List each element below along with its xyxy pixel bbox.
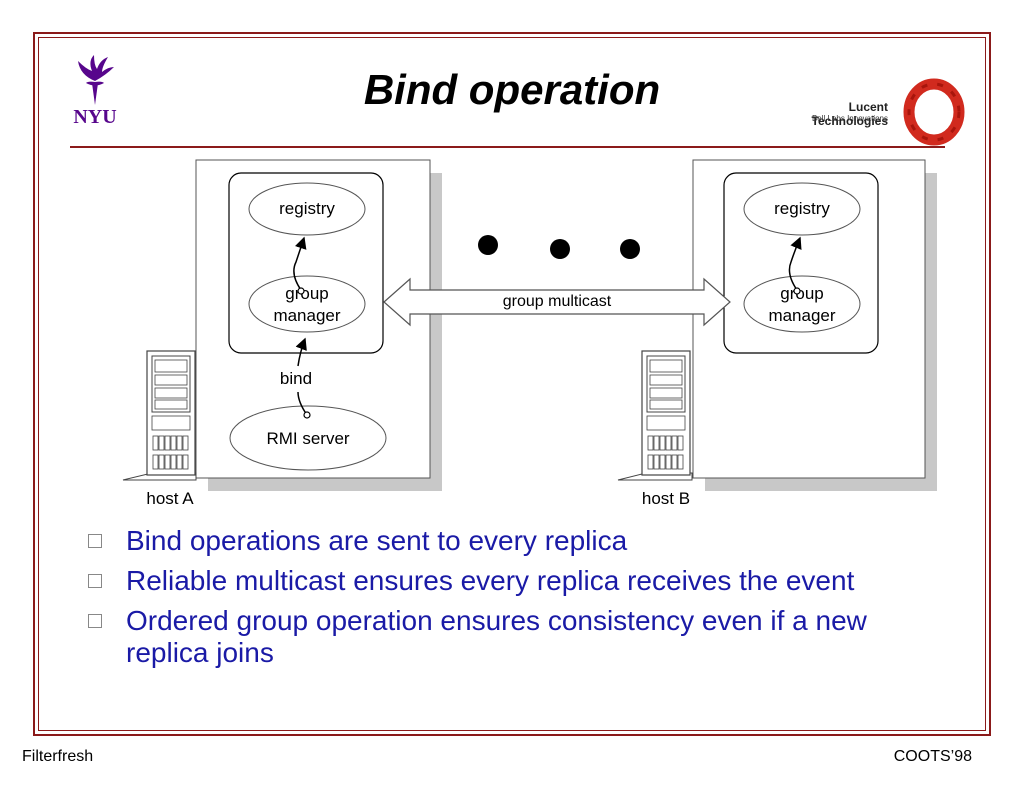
footer-left: Filterfresh [22, 748, 94, 765]
host-a-group-manager-line1: group [285, 284, 328, 303]
nyu-logo-text: NYU [73, 106, 117, 128]
ellipsis-dot-3 [620, 239, 640, 259]
bullet-box-icon [88, 574, 102, 588]
bullet-item: Reliable multicast ensures every replica… [88, 565, 908, 597]
bullet-box-icon [88, 534, 102, 548]
slide-frame-inner [38, 37, 986, 731]
footer-right: COOTS’98 [893, 748, 972, 765]
bullet-item: Bind operations are sent to every replic… [88, 525, 908, 557]
host-b-registry-label: registry [774, 199, 830, 218]
host-a-registry-node [248, 182, 366, 236]
bullet-list: Bind operations are sent to every replic… [88, 525, 908, 677]
host-b-registry-arrow [788, 236, 802, 291]
lucent-ring-icon [903, 78, 965, 146]
bind-label: bind [280, 369, 312, 388]
host-a-registry-arrow [293, 236, 307, 291]
bullet-box-icon [88, 614, 102, 628]
host-a-label: host A [146, 489, 194, 508]
host-b-group-manager-line1: group [780, 284, 823, 303]
host-b-registry-node [743, 182, 861, 236]
lucent-logo-tagline: Bell Labs Innovations [811, 114, 888, 123]
bullet-text: Bind operations are sent to every replic… [126, 525, 628, 556]
ellipsis-dot-2 [550, 239, 570, 259]
nyu-torch-icon [78, 55, 114, 105]
host-b-computer-icon [617, 350, 693, 481]
bullet-text: Reliable multicast ensures every replica… [126, 565, 855, 596]
title-divider [70, 146, 945, 148]
ellipsis-dot-1 [478, 235, 498, 255]
host-b-group-manager-node [743, 275, 861, 333]
bullet-text: Ordered group operation ensures consiste… [126, 605, 867, 668]
lucent-logo-name: Lucent Technologies [811, 100, 888, 128]
slide-frame-outer [33, 32, 991, 736]
host-a-computer-icon [122, 350, 197, 481]
rmi-server-label: RMI server [266, 429, 349, 448]
host-a-registry-label: registry [279, 199, 335, 218]
slide-title: Bind operation [363, 66, 661, 113]
bind-arrow-upper [295, 337, 307, 367]
host-a-group-manager-line2: manager [273, 306, 340, 325]
host-b-panel: registry group manager [692, 159, 937, 491]
rmi-server-node [229, 405, 387, 471]
bullet-item: Ordered group operation ensures consiste… [88, 605, 908, 669]
group-multicast-arrow [383, 277, 731, 327]
host-a-group-manager-node [248, 275, 366, 333]
host-b-group-manager-line2: manager [768, 306, 835, 325]
host-b-label: host B [642, 489, 690, 508]
host-a-panel: registry group manager RMI server bind [195, 159, 442, 491]
group-multicast-label: group multicast [503, 293, 612, 310]
